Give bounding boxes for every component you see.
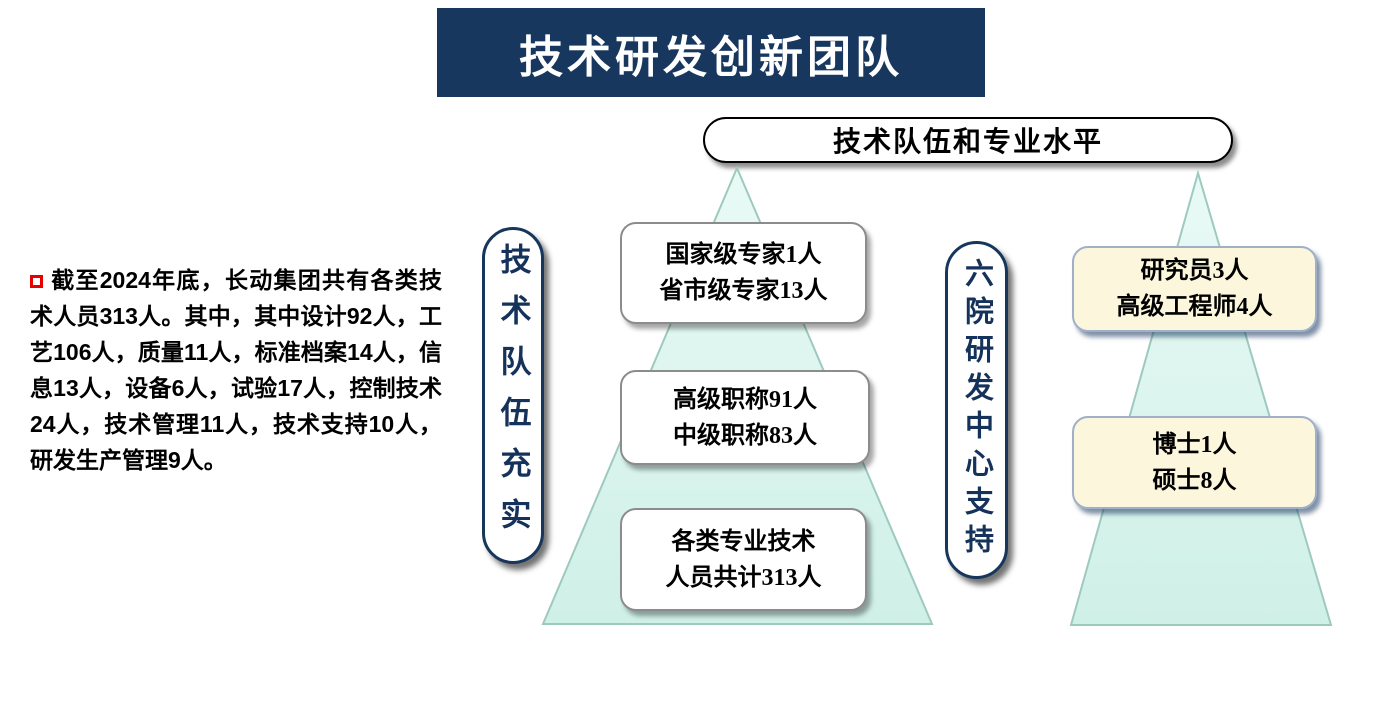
right-pyramid-label: 六院研发中心支持 [945, 241, 1008, 579]
intro-text: 截至2024年底，长动集团共有各类技术人员313人。其中，其中设计92人，工艺1… [30, 267, 442, 473]
pyramid-level-line: 中级职称83人 [673, 422, 817, 449]
pyramid-level-box: 国家级专家1人 省市级专家13人 [620, 222, 867, 324]
pyramid-level-box: 研究员3人 高级工程师4人 [1072, 246, 1317, 332]
left-pyramid-label-text: 技术队伍充实 [495, 242, 531, 549]
subtitle-text: 技术队伍和专业水平 [832, 127, 1103, 158]
pyramid-level-line: 高级职称91人 [673, 386, 817, 413]
pyramid-level-box: 博士1人 硕士8人 [1072, 416, 1317, 509]
right-pyramid-label-text: 六院研发中心支持 [960, 258, 993, 562]
pyramid-level-line: 研究员3人 [1140, 258, 1249, 284]
pyramid-level-line: 各类专业技术 [671, 528, 816, 555]
pyramid-level-box: 高级职称91人 中级职称83人 [620, 370, 870, 465]
pyramid-level-line: 国家级专家1人 [665, 242, 822, 268]
pyramid-level-line: 硕士8人 [1152, 467, 1237, 494]
red-square-bullet-icon [30, 275, 43, 288]
intro-paragraph: 截至2024年底，长动集团共有各类技术人员313人。其中，其中设计92人，工艺1… [30, 262, 442, 478]
pyramid-level-line: 人员共计313人 [665, 564, 822, 591]
slide-title: 技术研发创新团队 [519, 32, 903, 82]
right-pyramid-shape [1069, 170, 1333, 626]
pyramid-level-line: 高级工程师4人 [1116, 294, 1273, 320]
pyramid-level-line: 省市级专家13人 [659, 278, 828, 304]
pyramid-level-line: 博士1人 [1152, 431, 1237, 458]
left-pyramid-label: 技术队伍充实 [482, 227, 544, 564]
title-banner: 技术研发创新团队 [437, 8, 985, 97]
pyramid-level-box: 各类专业技术 人员共计313人 [620, 508, 867, 611]
subtitle-pill: 技术队伍和专业水平 [703, 117, 1233, 163]
